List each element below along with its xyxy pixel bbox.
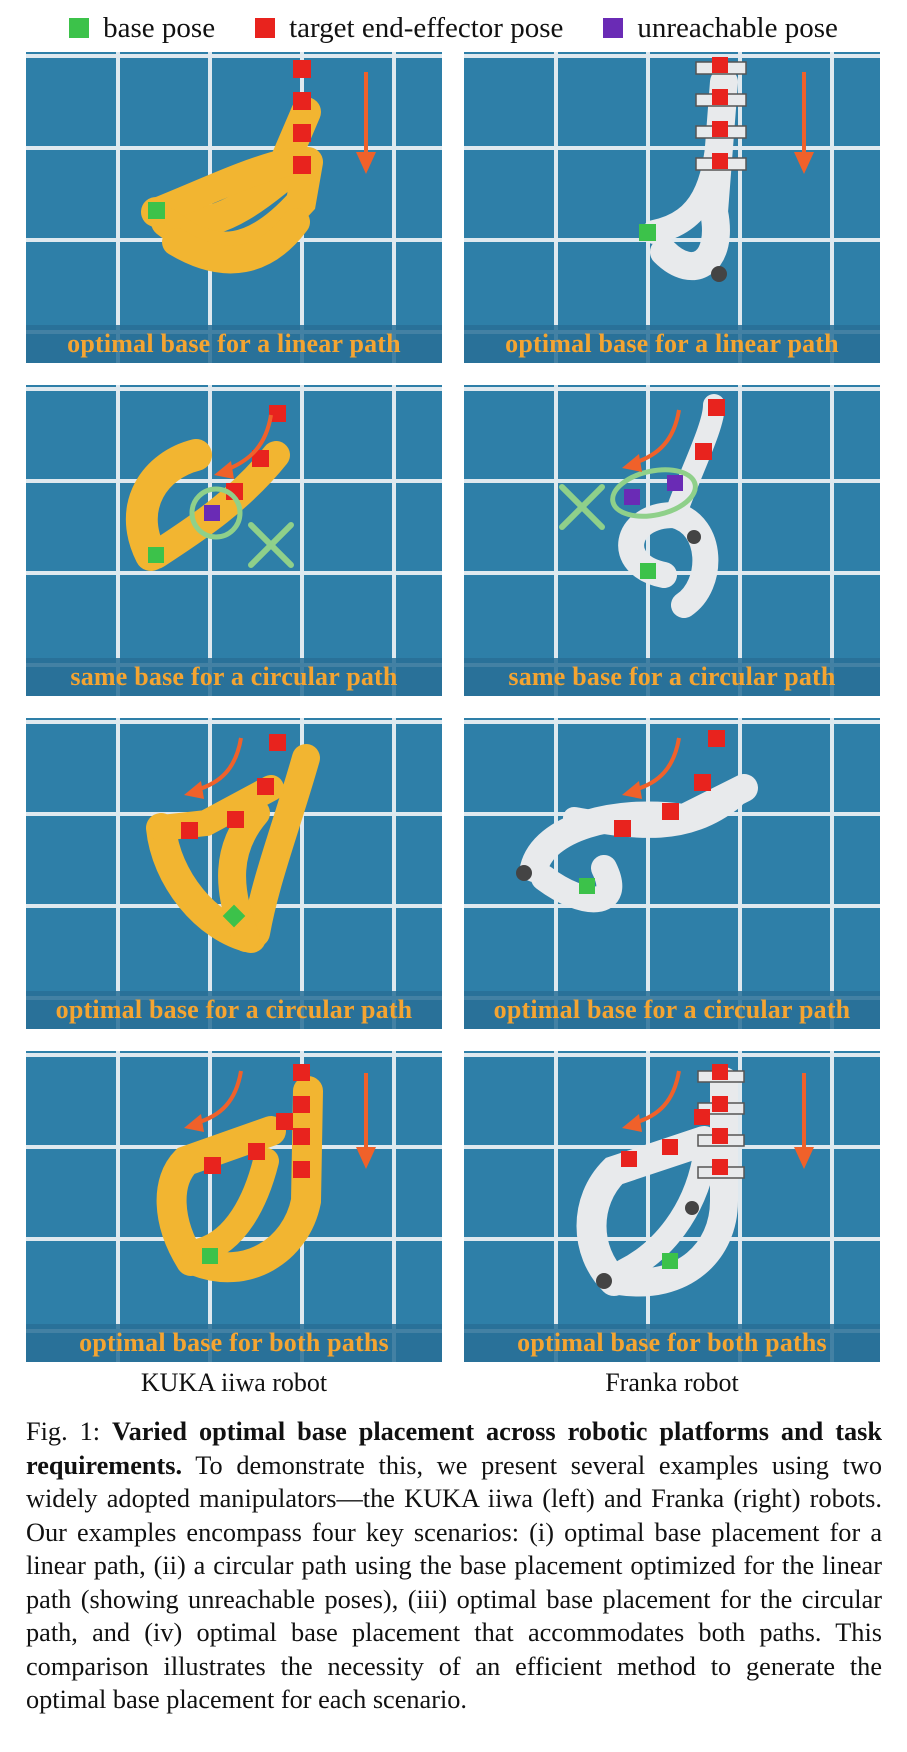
render-image [26, 1051, 442, 1362]
robot-label-right: Franka robot [605, 1368, 739, 1397]
panel-caption: same base for a circular path [464, 658, 880, 696]
panel-franka-optimal-circular: optimal base for a circular path [464, 718, 880, 1029]
render-image [464, 52, 880, 363]
render-image [26, 718, 442, 1029]
panel-caption: optimal base for a linear path [464, 325, 880, 363]
legend-item-base: base pose [69, 12, 215, 45]
panel-caption: optimal base for a circular path [464, 991, 880, 1029]
target-pose-swatch [255, 18, 276, 38]
figure-caption-title: Varied optimal base placement across rob… [26, 1417, 882, 1480]
robot-label-left: KUKA iiwa robot [140, 1368, 328, 1397]
render-image [464, 718, 880, 1029]
panel-kuka-both-paths: optimal base for both paths [26, 1051, 442, 1362]
legend-label: target end-effector pose [289, 11, 564, 44]
render-image [26, 52, 442, 363]
panel-franka-both-paths: optimal base for both paths [464, 1051, 880, 1362]
panel-franka-same-base-circular: same base for a circular path [464, 385, 880, 696]
figure-caption-prefix: Fig. 1: [26, 1417, 112, 1446]
render-image [464, 1051, 880, 1362]
legend: base pose target end-effector pose unrea… [0, 6, 907, 50]
legend-label: unreachable pose [637, 11, 838, 44]
render-image [464, 385, 880, 696]
panel-kuka-same-base-circular: same base for a circular path [26, 385, 442, 696]
base-pose-swatch [69, 18, 90, 38]
panel-caption: optimal base for a linear path [26, 325, 442, 363]
legend-item-unreachable: unreachable pose [603, 11, 838, 45]
panel-franka-linear: optimal base for a linear path [464, 52, 880, 363]
figure-caption: Fig. 1: Varied optimal base placement ac… [26, 1415, 882, 1717]
figure-caption-body: To demonstrate this, we present several … [26, 1450, 882, 1715]
legend-label: base pose [103, 11, 216, 44]
unreachable-pose-swatch [603, 18, 624, 38]
panel-kuka-optimal-circular: optimal base for a circular path [26, 718, 442, 1029]
panel-caption: same base for a circular path [26, 658, 442, 696]
panel-caption: optimal base for a circular path [26, 991, 442, 1029]
panel-kuka-linear: optimal base for a linear path [26, 52, 442, 363]
panel-caption: optimal base for both paths [26, 1324, 442, 1362]
legend-item-target: target end-effector pose [255, 12, 563, 45]
render-image [26, 385, 442, 696]
panel-caption: optimal base for both paths [464, 1324, 880, 1362]
